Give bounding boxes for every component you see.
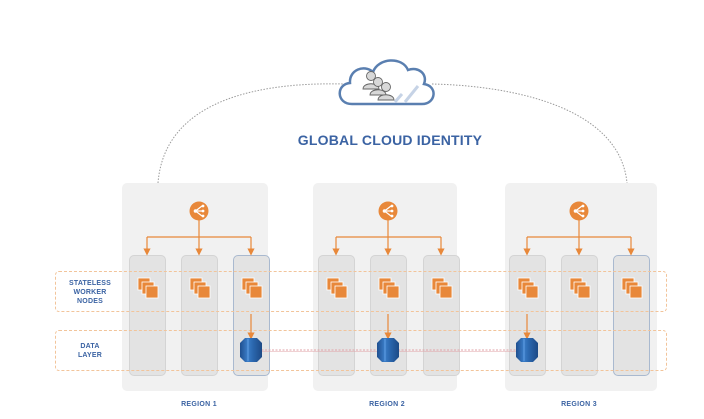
region-3-node-column-2 bbox=[561, 255, 598, 376]
server-stack-icon bbox=[569, 277, 591, 299]
diagram-title: GLOBAL CLOUD IDENTITY bbox=[297, 132, 483, 148]
server-stack-icon bbox=[378, 277, 400, 299]
server-stack-icon bbox=[431, 277, 453, 299]
load-balancer-icon bbox=[378, 201, 398, 221]
region-3-label: REGION 3 bbox=[561, 401, 597, 408]
global-identity-arc bbox=[157, 83, 346, 184]
worker-layer-label: STATELESS WORKER NODES bbox=[55, 279, 125, 306]
data-layer-box bbox=[55, 330, 667, 371]
region-1-label: REGION 1 bbox=[181, 401, 217, 408]
database-icon bbox=[240, 338, 262, 362]
region-2-node-column-1 bbox=[318, 255, 355, 376]
worker-layer-label-line: NODES bbox=[77, 298, 103, 305]
load-balancer-icon bbox=[569, 201, 589, 221]
users-cloud-icon bbox=[338, 59, 435, 106]
server-stack-icon bbox=[517, 277, 539, 299]
region-2-node-column-3 bbox=[423, 255, 460, 376]
worker-layer-label-line: STATELESS bbox=[69, 280, 111, 287]
server-stack-icon bbox=[137, 277, 159, 299]
server-stack-icon bbox=[241, 277, 263, 299]
server-stack-icon bbox=[189, 277, 211, 299]
database-icon bbox=[377, 338, 399, 362]
data-layer-label-line: DATA bbox=[80, 343, 100, 350]
worker-layer-label-line: WORKER bbox=[73, 289, 107, 296]
data-layer-label: DATA LAYER bbox=[55, 342, 125, 360]
database-icon bbox=[516, 338, 538, 362]
server-stack-icon bbox=[326, 277, 348, 299]
region-2-label: REGION 2 bbox=[369, 401, 405, 408]
worker-layer-box bbox=[55, 271, 667, 312]
data-layer-label-line: LAYER bbox=[77, 352, 103, 359]
load-balancer-icon bbox=[189, 201, 209, 221]
region-1-node-column-2 bbox=[181, 255, 218, 376]
region-1-node-column-1 bbox=[129, 255, 166, 376]
server-stack-icon bbox=[621, 277, 643, 299]
global-identity-arc bbox=[431, 83, 628, 184]
